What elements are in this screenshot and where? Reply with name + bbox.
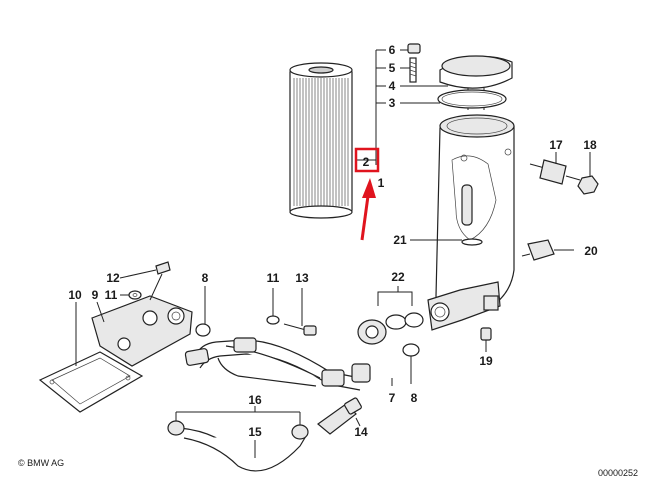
oil-filter-housing[interactable] (427, 114, 515, 331)
label-20[interactable]: 20 (584, 244, 598, 258)
red-arrow (360, 178, 376, 241)
bolt-12[interactable] (119, 261, 171, 301)
nut-18[interactable] (577, 152, 599, 195)
hose-clamp-right[interactable] (291, 412, 309, 440)
bolt-13[interactable] (283, 288, 317, 336)
gasket[interactable] (38, 302, 144, 413)
label-1[interactable]: 1 (378, 176, 385, 190)
label-21[interactable]: 21 (393, 233, 407, 247)
seal-ring-right[interactable] (402, 343, 420, 384)
label-11-center[interactable]: 11 (267, 271, 280, 285)
label-4[interactable]: 4 (389, 79, 396, 93)
label-17[interactable]: 17 (549, 138, 563, 152)
sealing-ring[interactable] (437, 89, 507, 109)
label-7[interactable]: 7 (389, 391, 396, 405)
oil-pressure-switch[interactable] (521, 239, 574, 261)
hose-clamp-left[interactable] (167, 412, 185, 436)
leader-16 (176, 406, 300, 458)
flange-adapter[interactable] (91, 295, 193, 367)
label-13[interactable]: 13 (295, 271, 309, 285)
cover-screw[interactable] (407, 43, 421, 54)
washer-11-center[interactable] (266, 288, 280, 325)
oil-hose[interactable] (179, 427, 307, 472)
stud-bolt[interactable] (409, 57, 417, 83)
copyright-notice: © BMW AG (18, 458, 64, 468)
leader-lines-top (356, 49, 448, 165)
label-10[interactable]: 10 (68, 288, 82, 302)
drawing-number: 00000252 (598, 468, 638, 478)
label-8-left[interactable]: 8 (202, 271, 209, 285)
highlight-box (354, 147, 380, 173)
label-3[interactable]: 3 (389, 96, 396, 110)
label-15[interactable]: 15 (248, 425, 262, 439)
label-11-left[interactable]: 11 (105, 288, 118, 302)
oil-pipes[interactable] (184, 337, 393, 391)
label-9[interactable]: 9 (92, 288, 99, 302)
seal-ring-left[interactable] (195, 286, 211, 337)
bolt-17[interactable] (529, 152, 581, 185)
label-18[interactable]: 18 (583, 138, 597, 152)
label-22[interactable]: 22 (391, 270, 405, 284)
label-2[interactable]: 2 (363, 155, 370, 169)
label-12[interactable]: 12 (106, 271, 120, 285)
label-19[interactable]: 19 (479, 354, 493, 368)
seal-kit-22[interactable] (357, 286, 424, 345)
plug-19[interactable] (480, 327, 492, 352)
oil-filter-element[interactable] (289, 62, 353, 219)
washer-11-left[interactable] (120, 290, 142, 300)
label-16[interactable]: 16 (248, 393, 262, 407)
hollow-bolt[interactable] (317, 397, 362, 435)
label-8-right[interactable]: 8 (411, 391, 418, 405)
leader-21 (410, 238, 483, 246)
part-labels: 2 1 3 4 5 6 17 18 21 20 22 19 7 8 14 16 … (68, 43, 598, 439)
label-6[interactable]: 6 (389, 43, 396, 57)
label-5[interactable]: 5 (389, 61, 396, 75)
label-14[interactable]: 14 (354, 425, 368, 439)
